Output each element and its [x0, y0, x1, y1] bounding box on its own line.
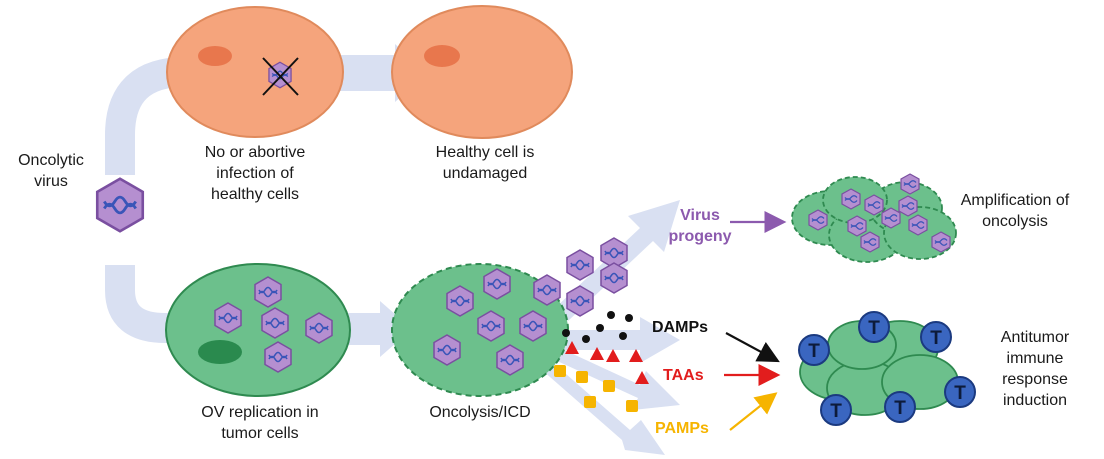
healthy-undamaged-label: Healthy cell is undamaged	[435, 144, 535, 182]
square-icon	[554, 365, 566, 377]
damps-dots	[562, 311, 633, 343]
dot-icon	[562, 329, 570, 337]
dot-icon	[596, 324, 604, 332]
t-cell-icon: T	[820, 394, 852, 426]
t-cell-icon: T	[920, 321, 952, 353]
square-icon	[576, 371, 588, 383]
tumor-cell-replication	[165, 263, 351, 397]
damps-arrow	[725, 332, 780, 363]
abortive-infection-label: No or abortive infection of healthy cell…	[204, 144, 306, 203]
t-cell-label: T	[930, 328, 942, 349]
healthy-cell-abortive	[166, 6, 344, 138]
dot-icon	[625, 314, 633, 322]
taas-label: TAAs	[663, 367, 704, 384]
square-icon	[584, 396, 596, 408]
oncolytic-virus-label: Oncolytic virus	[18, 152, 84, 190]
triangle-icon	[590, 347, 604, 360]
virus-icon	[446, 285, 474, 317]
triangle-icon	[635, 371, 649, 384]
antitumor-label: Antitumor immune response induction	[1000, 329, 1070, 409]
virus-icon	[261, 307, 289, 339]
virus-icon	[533, 274, 561, 306]
t-cell-label: T	[954, 383, 966, 404]
virus-icon	[566, 249, 594, 281]
triangle-icon	[629, 349, 643, 362]
damps-label: DAMPs	[652, 319, 709, 336]
dot-icon	[619, 332, 627, 340]
t-cell-icon: T	[798, 334, 830, 366]
ov-replication-label: OV replication in tumor cells	[201, 404, 319, 442]
virus-icon	[214, 302, 242, 334]
virus-icon	[483, 268, 511, 300]
virus-icon	[305, 312, 333, 344]
t-cell-label: T	[830, 401, 842, 422]
oncolytic-virus-icon	[95, 177, 145, 233]
square-icon	[603, 380, 615, 392]
dot-icon	[607, 311, 615, 319]
virus-icon	[477, 310, 505, 342]
taas-triangles	[565, 341, 649, 384]
t-cells: T T T T T T	[798, 311, 976, 426]
virus-progeny-label: Virus progeny	[668, 207, 732, 245]
pamps-arrow	[729, 392, 778, 431]
square-icon	[626, 400, 638, 412]
nucleus-icon	[198, 46, 232, 66]
healthy-cell-undamaged	[391, 5, 573, 139]
t-cell-icon: T	[944, 376, 976, 408]
virus-icon	[496, 344, 524, 376]
t-cell-label: T	[894, 398, 906, 419]
amplification-cell-cluster	[791, 173, 957, 263]
triangle-icon	[565, 341, 579, 354]
triangle-icon	[606, 349, 620, 362]
lysing-tumor-cell	[391, 263, 569, 397]
pamps-label: PAMPs	[655, 420, 709, 437]
virus-icon	[264, 341, 292, 373]
virus-icon	[519, 310, 547, 342]
virus-icon	[600, 262, 628, 294]
virus-icon	[254, 276, 282, 308]
nucleus-icon	[424, 45, 460, 67]
amplification-label: Amplification of oncolysis	[960, 192, 1070, 230]
t-cell-label: T	[808, 341, 820, 362]
t-cell-icon: T	[884, 391, 916, 423]
virus-icon	[566, 285, 594, 317]
pamps-squares	[554, 365, 638, 412]
x-cross-icon	[262, 57, 299, 96]
t-cell-label: T	[868, 318, 880, 339]
oncolysis-icd-label: Oncolysis/ICD	[429, 404, 531, 421]
t-cell-icon: T	[858, 311, 890, 343]
nucleus-icon	[198, 340, 242, 364]
dot-icon	[582, 335, 590, 343]
virus-icon	[433, 334, 461, 366]
